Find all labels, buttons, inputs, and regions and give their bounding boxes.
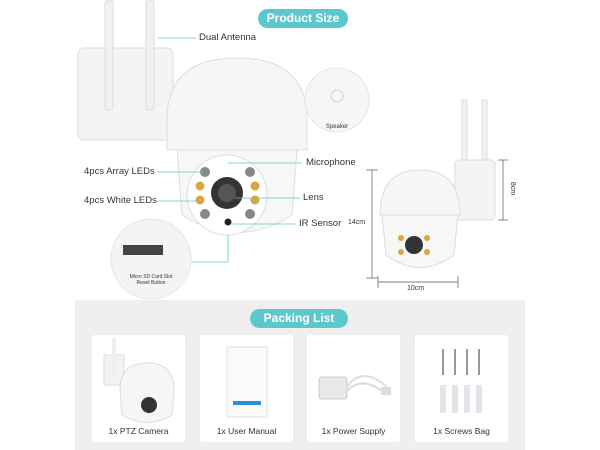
lens-label: Lens <box>303 192 324 203</box>
sd-card-inset <box>110 218 192 300</box>
packing-item-label: 1x User Manual <box>216 426 277 436</box>
width-dimension: 10cm <box>407 285 425 292</box>
speaker-inset <box>304 67 370 133</box>
manual-thumbnail <box>226 346 268 418</box>
reset-button-label: Reset Button <box>136 280 166 286</box>
depth-dimension: 8cm <box>509 181 517 196</box>
packing-item-screws: 1x Screws Bag <box>415 335 508 442</box>
ir-sensor-label: IR Sensor <box>299 218 342 229</box>
side-camera-image <box>379 99 496 268</box>
packing-item-label: 1x PTZ Camera <box>108 426 169 436</box>
sd-slot-label: Micro SD Card Slot <box>129 274 173 280</box>
camera-thumbnail <box>103 338 175 423</box>
array-leds-label: 4pcs Array LEDs <box>84 166 155 177</box>
packing-item-label: 1x Power Supply <box>321 426 386 436</box>
screws-thumbnail <box>440 349 482 413</box>
packing-list-panel: Packing List 1x PTZ Camera 1x User Manua… <box>75 300 525 450</box>
dual-antenna-label: Dual Antenna <box>199 32 257 43</box>
white-leds-label: 4pcs White LEDs <box>84 195 157 206</box>
microphone-label: Microphone <box>306 157 356 168</box>
packing-item-label: 1x Screws Bag <box>433 426 490 436</box>
main-camera-image <box>77 0 308 236</box>
speaker-label: Speaker <box>325 124 349 130</box>
dimension-lines <box>366 159 508 288</box>
packing-item-power: 1x Power Supply <box>307 335 400 442</box>
packing-item-manual: 1x User Manual <box>200 335 293 442</box>
power-supply-thumbnail <box>318 375 391 400</box>
packing-list-heading: Packing List <box>250 309 348 328</box>
callout-lines <box>157 37 302 263</box>
height-dimension: 14cm <box>348 219 366 226</box>
packing-item-camera: 1x PTZ Camera <box>92 335 185 442</box>
product-size-heading: Product Size <box>258 9 348 28</box>
